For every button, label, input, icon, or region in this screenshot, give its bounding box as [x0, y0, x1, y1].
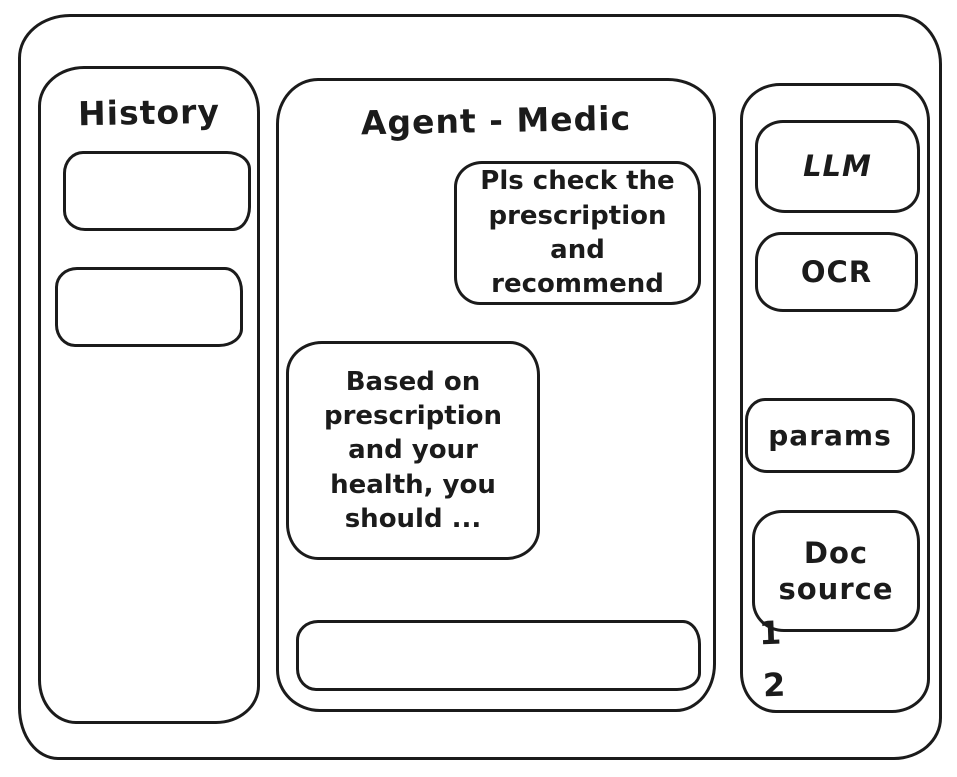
chat-panel: Agent - Medic Pls check the prescription…	[276, 78, 716, 712]
user-message-bubble: Pls check the prescription and recommend	[454, 161, 701, 305]
doc-source-item-1[interactable]: 1	[758, 613, 782, 653]
history-panel: History	[38, 66, 260, 724]
doc-source-button[interactable]: Doc source	[752, 510, 920, 632]
history-title: History	[77, 91, 221, 134]
assistant-message-bubble: Based on prescription and your health, y…	[286, 341, 540, 560]
ocr-button[interactable]: OCR	[755, 232, 918, 312]
doc-source-item-2[interactable]: 2	[762, 665, 786, 705]
chat-title: Agent - Medic	[360, 98, 632, 143]
tools-panel: LLM OCR params Doc source 1 2	[740, 83, 930, 713]
history-item-2[interactable]	[55, 267, 243, 347]
llm-button[interactable]: LLM	[755, 120, 920, 213]
assistant-message-text: Based on prescription and your health, y…	[323, 366, 502, 534]
user-message-text: Pls check the prescription and recommend	[480, 166, 675, 300]
message-input[interactable]	[296, 620, 701, 691]
history-item-1[interactable]	[63, 151, 251, 231]
params-button[interactable]: params	[745, 398, 915, 473]
